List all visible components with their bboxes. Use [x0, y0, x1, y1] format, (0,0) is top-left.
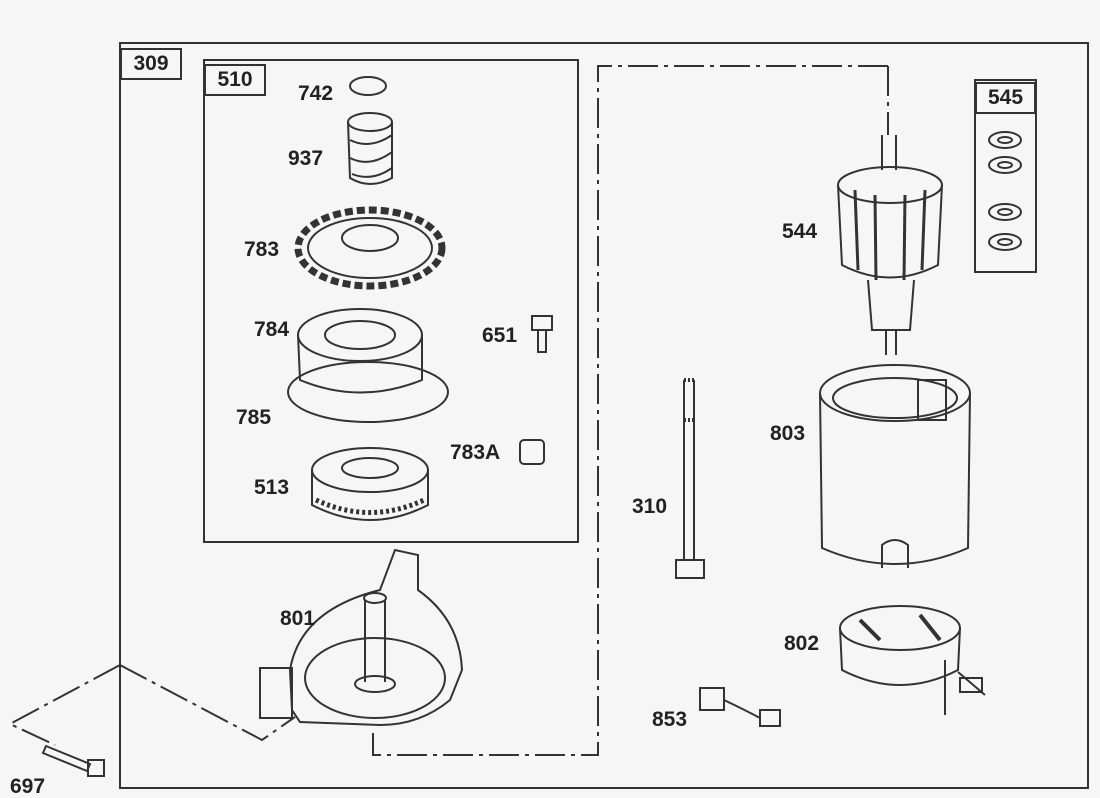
part-label-785: 785 — [236, 406, 272, 429]
part-label-544: 544 — [782, 220, 818, 243]
part-label-651: 651 — [482, 324, 518, 347]
part-label-783: 783 — [244, 238, 280, 261]
part-label-742: 742 — [298, 82, 334, 105]
part-label-513: 513 — [254, 476, 290, 499]
part-784-cover — [297, 308, 423, 394]
part-513-clutch — [311, 447, 429, 521]
part-310-through-bolt — [675, 378, 705, 579]
part-545-washers — [988, 131, 1022, 251]
part-label-801: 801 — [280, 607, 316, 630]
part-label-697: 697 — [10, 775, 46, 798]
part-783a-nut — [519, 439, 545, 465]
assembly-510-frame — [203, 59, 579, 543]
part-802-brush-assembly — [839, 605, 986, 715]
assembly-510-label: 510 — [204, 64, 266, 96]
part-label-783a: 783A — [450, 441, 501, 464]
part-853-wire-connector — [699, 687, 781, 727]
assembly-545-frame — [974, 79, 1037, 273]
part-742-clip — [349, 76, 387, 96]
part-785-gasket — [287, 361, 449, 423]
part-544-armature — [837, 135, 943, 355]
part-651-screw — [531, 315, 553, 353]
part-697-bolt — [41, 744, 105, 777]
part-label-937: 937 — [288, 147, 324, 170]
bolt-697-leader — [7, 664, 296, 746]
part-803-motor-housing — [819, 364, 971, 568]
part-937-pinion — [347, 112, 393, 185]
assembly-545-label: 545 — [975, 82, 1036, 114]
part-label-853: 853 — [652, 708, 688, 731]
part-label-784: 784 — [254, 318, 290, 341]
part-783-gear — [294, 206, 446, 290]
part-label-802: 802 — [784, 632, 820, 655]
assembly-309-label: 309 — [120, 48, 182, 80]
part-801-end-cap — [259, 548, 464, 727]
part-label-803: 803 — [770, 422, 806, 445]
assembly-309-frame — [119, 42, 1089, 789]
part-label-310: 310 — [632, 495, 668, 518]
group-leader-line — [372, 65, 889, 756]
